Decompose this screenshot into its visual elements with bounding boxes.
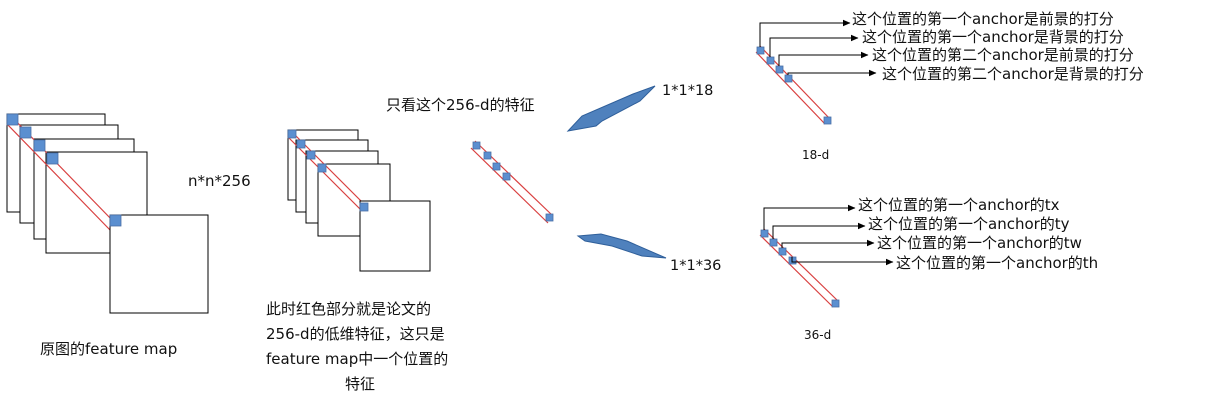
feature-cell	[775, 65, 784, 74]
classification-branch-arrow	[566, 85, 656, 132]
feature-cell	[306, 150, 316, 160]
feature-cell	[109, 214, 122, 227]
feature-cell	[19, 126, 32, 139]
red-column-edge	[6, 123, 112, 232]
red-column-edge	[470, 147, 549, 224]
low-dim-caption-line-4: 特征	[345, 375, 375, 393]
feature-map-front	[109, 214, 209, 314]
reg-output-column	[759, 228, 840, 308]
feature-cell	[483, 151, 492, 160]
output-18-label: 1*1*18	[662, 83, 713, 99]
red-column-edge	[287, 136, 365, 214]
cls-output-column	[755, 45, 832, 125]
feature-cell	[492, 162, 501, 171]
feature-cell	[756, 46, 765, 55]
connector-reg-3	[781, 239, 875, 248]
feature-cell	[46, 152, 59, 165]
feature-cell	[784, 74, 793, 83]
only-look-label: 只看这个256-d的特征	[386, 96, 535, 114]
feature-cell	[831, 299, 840, 308]
connector-reg-1	[763, 204, 856, 230]
connector-cls-2	[769, 34, 859, 57]
low-dim-caption-line-3: feature map中一个位置的	[266, 350, 448, 368]
feature-cell	[359, 202, 369, 212]
connector-cls-4	[787, 69, 877, 77]
caption-18d: 18-d	[802, 148, 829, 162]
reg-offset-th: 这个位置的第一个anchor的th	[896, 254, 1098, 272]
feature-cell	[296, 139, 306, 149]
feature-cell	[766, 56, 775, 65]
connector-reg-4	[791, 257, 894, 266]
feature-cell	[472, 141, 481, 150]
cls-score-3: 这个位置的第二个anchor是前景的打分	[872, 46, 1134, 64]
feature-map-caption: 原图的feature map	[40, 340, 177, 358]
feature-cell	[6, 113, 19, 126]
reg-offset-tx: 这个位置的第一个anchor的tx	[858, 196, 1060, 214]
red-column-edge	[755, 51, 826, 125]
feature-cell	[502, 172, 511, 181]
output-36-label: 1*1*36	[670, 258, 721, 274]
feature-cell	[778, 247, 787, 256]
connector-cls-3	[778, 51, 869, 66]
connector-cls-1	[759, 19, 851, 47]
red-column-edge	[759, 234, 834, 308]
original-feature-map-stack	[6, 113, 209, 314]
low-dim-feature-stack	[287, 129, 431, 272]
low-dim-caption-line-2: 256-d的低维特征，这只是	[266, 325, 445, 343]
nn256-label: n*n*256	[188, 172, 251, 190]
feature-256d-column	[470, 140, 554, 224]
reg-offset-ty: 这个位置的第一个anchor的ty	[868, 215, 1070, 233]
cls-score-2: 这个位置的第一个anchor是背景的打分	[862, 28, 1124, 46]
feature-cell	[760, 229, 769, 238]
cls-score-1: 这个位置的第一个anchor是前景的打分	[852, 10, 1114, 28]
feature-cell	[545, 213, 554, 222]
caption-36d: 36-d	[804, 328, 831, 342]
feature-map-front	[359, 200, 431, 272]
feature-cell	[823, 116, 832, 125]
regression-branch-arrow	[576, 233, 667, 259]
reg-connectors	[763, 204, 894, 266]
connector-reg-2	[772, 222, 866, 239]
low-dim-caption-line-1: 此时红色部分就是论文的	[266, 300, 431, 318]
feature-cell	[287, 129, 297, 139]
feature-cell	[317, 163, 327, 173]
feature-cell	[769, 238, 778, 247]
feature-cell	[33, 139, 46, 152]
cls-connectors	[759, 19, 877, 77]
reg-offset-tw: 这个位置的第一个anchor的tw	[877, 234, 1082, 252]
cls-score-4: 这个位置的第二个anchor是背景的打分	[882, 65, 1144, 83]
